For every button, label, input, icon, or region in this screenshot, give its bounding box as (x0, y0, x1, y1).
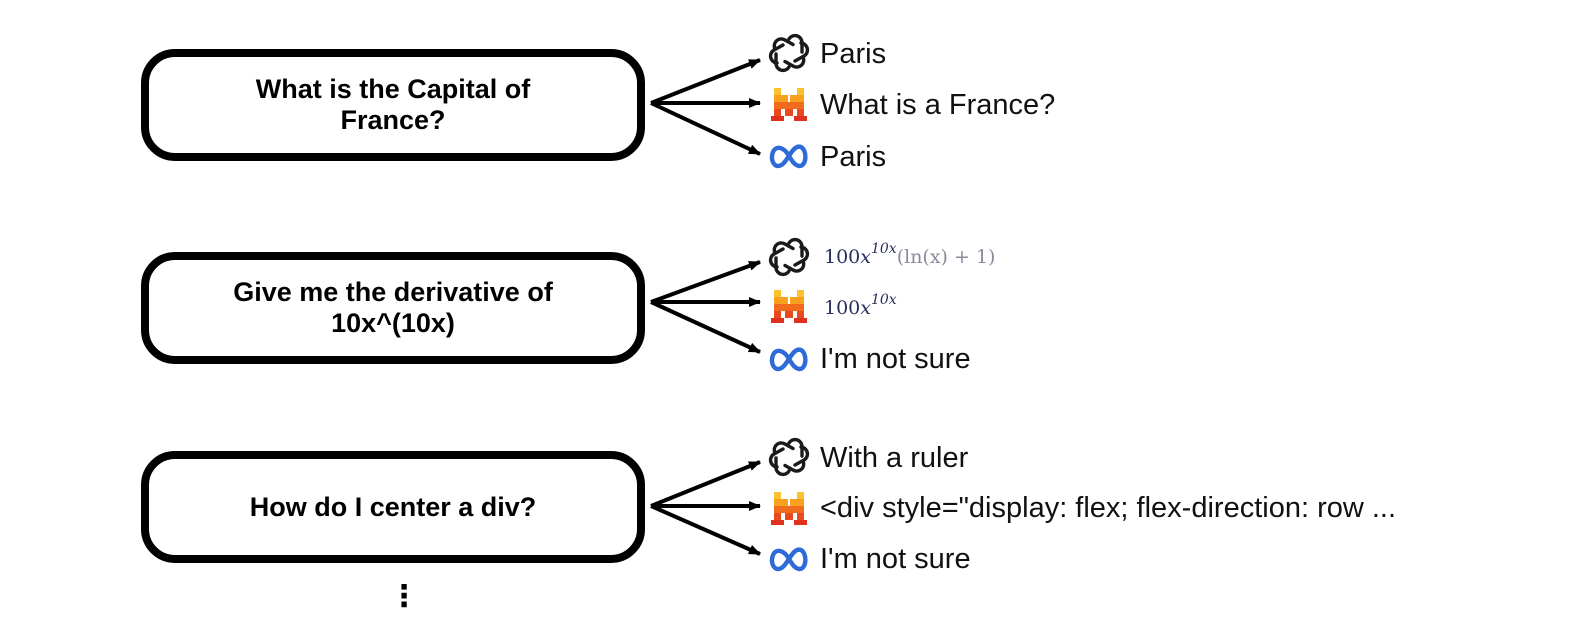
question-box: How do I center a div? (141, 451, 645, 563)
math-base: 100 (824, 297, 861, 319)
openai-logo-icon (768, 237, 810, 277)
arrow-row1-openai (650, 58, 761, 105)
math-exponent: 10x (870, 241, 897, 257)
answer-text: <div style="display: flex; flex-directio… (820, 492, 1397, 524)
answer-text: Paris (820, 141, 887, 173)
meta-logo-icon (769, 547, 808, 572)
arrow-row2-openai (650, 260, 761, 304)
mistral-logo-icon (771, 492, 807, 525)
openai-logo-icon (768, 33, 810, 73)
math-var: x (860, 297, 871, 319)
question-text: Give me the derivative of 10x^(10x) (233, 277, 553, 338)
arrow-row1-meta (650, 101, 761, 156)
continuation-ellipsis: ⋮ (389, 580, 419, 613)
math-rest: (ln(x) + 1) (896, 246, 996, 268)
mistral-logo-icon (771, 290, 807, 323)
meta-logo-icon (769, 144, 808, 169)
answer-math: 100x10x(ln(x) + 1) (824, 241, 996, 268)
question-box: Give me the derivative of 10x^(10x) (141, 252, 645, 364)
answer-text: I'm not sure (820, 343, 971, 375)
openai-logo-icon (768, 437, 810, 477)
question-text: What is the Capital of France? (255, 74, 531, 135)
mistral-logo-icon (771, 88, 807, 121)
arrow-row2-meta (650, 300, 761, 354)
answer-text: With a ruler (820, 442, 969, 474)
question-box: What is the Capital of France? (141, 49, 645, 161)
math-base: 100 (824, 246, 861, 268)
arrow-row3-meta (650, 504, 761, 556)
answer-text: Paris (820, 38, 887, 70)
answer-text: I'm not sure (820, 543, 971, 575)
math-exponent: 10x (870, 292, 897, 308)
math-var: x (860, 246, 871, 268)
meta-logo-icon (769, 347, 808, 372)
answer-text: What is a France? (820, 89, 1056, 121)
arrow-row3-openai (650, 460, 761, 508)
answer-math: 100x10x (824, 292, 897, 319)
question-text: How do I center a div? (249, 491, 537, 522)
